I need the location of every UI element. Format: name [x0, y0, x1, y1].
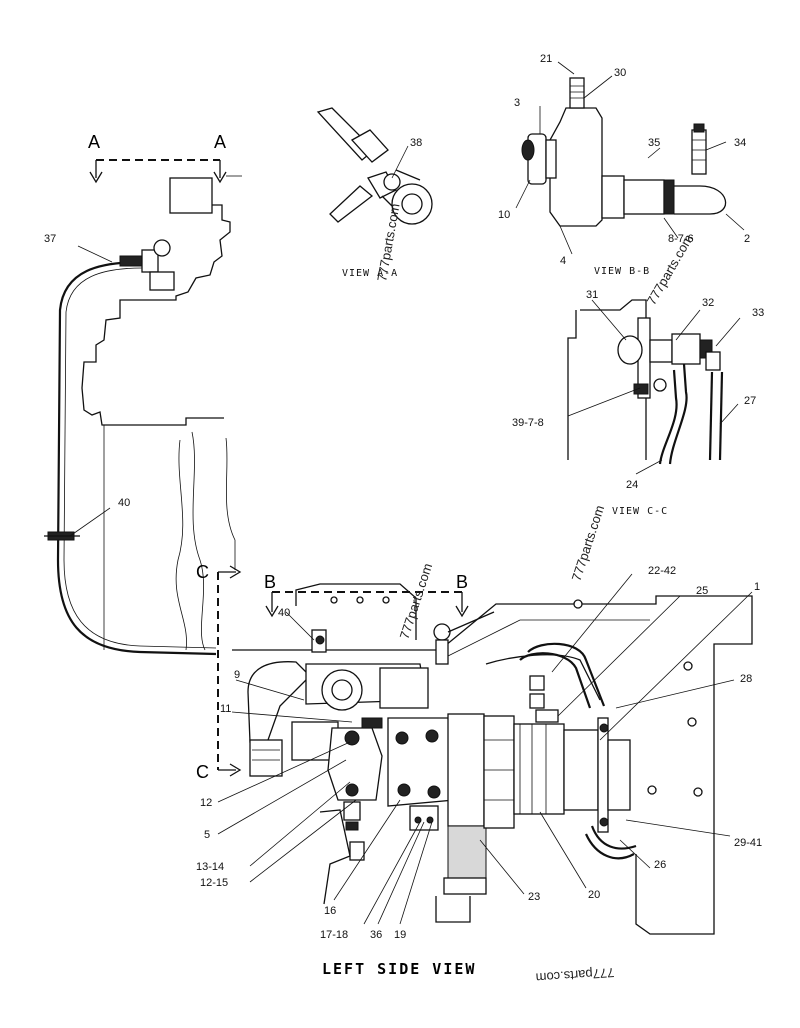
callout-21: 21	[540, 53, 552, 65]
callout-33: 33	[752, 307, 764, 319]
callout-11: 11	[220, 703, 231, 715]
callout-9: 9	[234, 669, 240, 681]
callout-10: 10	[498, 209, 510, 221]
main-pump-assembly	[232, 583, 753, 935]
callout-32: 32	[702, 297, 714, 309]
callout-28: 28	[740, 673, 752, 685]
callout-24: 24	[626, 479, 638, 491]
section-a-marker: A A	[88, 132, 242, 184]
engine-upper-outline	[81, 177, 236, 651]
callout-29-41: 29-41	[734, 837, 762, 849]
callout-13-14: 13-14	[196, 861, 224, 873]
callout-27: 27	[744, 395, 756, 407]
section-b-marker: B B	[264, 572, 469, 618]
callout-35: 35	[648, 137, 660, 149]
callout-37: 37	[44, 233, 56, 245]
callout-26: 26	[654, 859, 666, 871]
section-c-bottom-label: C	[196, 762, 209, 782]
hose-37	[44, 239, 217, 656]
callout-8-7-6: 8-7-6	[668, 233, 694, 245]
view-c-c-detail	[567, 299, 724, 465]
view-a-a-detail	[316, 107, 433, 225]
view-b-b-label: VIEW B-B	[594, 266, 650, 277]
callout-31: 31	[586, 289, 598, 301]
section-a-right-label: A	[214, 132, 226, 152]
callout-16: 16	[324, 905, 336, 917]
section-c-top-label: C	[196, 562, 209, 582]
callout-12: 12	[200, 797, 212, 809]
callout-5: 5	[204, 829, 210, 841]
callout-38: 38	[410, 137, 422, 149]
section-b-right-label: B	[456, 572, 468, 592]
callout-40-bracket: 40	[278, 607, 290, 619]
callout-2: 2	[744, 233, 750, 245]
callout-23: 23	[528, 891, 540, 903]
section-c-marker: C C	[196, 562, 242, 782]
section-a-left-label: A	[88, 132, 100, 152]
watermark-1: 777parts.com	[374, 202, 402, 282]
callout-labels: 21 30 3 35 34 10 8-7-6 2 4 38 37 31 32 3…	[44, 53, 764, 941]
callout-36: 36	[370, 929, 382, 941]
diagram-title: LEFT SIDE VIEW	[322, 960, 476, 978]
callout-1: 1	[754, 581, 760, 593]
section-b-left-label: B	[264, 572, 276, 592]
watermark-5: 777parts.com	[535, 965, 615, 985]
view-c-c-label: VIEW C-C	[612, 506, 668, 517]
view-labels: VIEW A-A VIEW B-B VIEW C-C LEFT SIDE VIE…	[322, 266, 668, 978]
callout-19: 19	[394, 929, 406, 941]
callout-17-18: 17-18	[320, 929, 348, 941]
callout-40-hose-clamp: 40	[118, 497, 130, 509]
callout-4: 4	[560, 255, 566, 267]
callout-20: 20	[588, 889, 600, 901]
callout-39-7-8: 39-7-8	[512, 417, 544, 429]
callout-22-42: 22-42	[648, 565, 676, 577]
callout-34: 34	[734, 137, 746, 149]
view-b-b-detail	[521, 77, 727, 227]
watermark-3: 777parts.com	[569, 503, 608, 583]
callout-30: 30	[614, 67, 626, 79]
view-a-a-label: VIEW A-A	[342, 268, 398, 279]
leader-lines	[69, 61, 753, 925]
callout-25: 25	[696, 585, 708, 597]
callout-12-15: 12-15	[200, 877, 228, 889]
callout-3: 3	[514, 97, 520, 109]
